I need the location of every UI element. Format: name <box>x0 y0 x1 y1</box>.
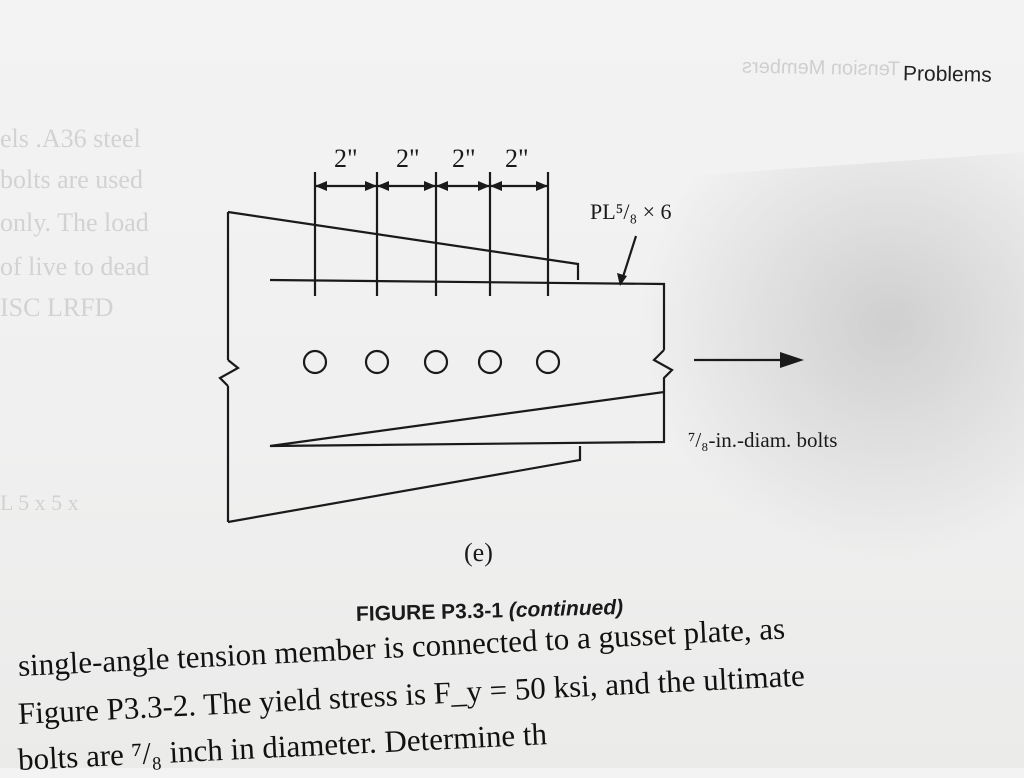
callout-leader <box>620 235 638 281</box>
dimension-label: 2" <box>505 144 529 173</box>
caption-suffix: (continued) <box>508 596 624 622</box>
angle-top-edge <box>227 210 580 280</box>
dimension-label: 2" <box>452 144 476 173</box>
arrowhead <box>315 181 327 191</box>
plate-outline <box>269 278 666 448</box>
show-through-text: of live to dead <box>0 252 150 281</box>
arrowhead <box>478 181 490 191</box>
arrowhead <box>377 181 389 191</box>
arrowhead <box>490 181 502 191</box>
bolt-hole <box>535 349 561 375</box>
dimension-label: 2" <box>334 144 358 173</box>
show-through-text: bolts are used <box>0 165 143 194</box>
arrowhead <box>424 181 436 191</box>
callout-arrowhead <box>617 273 627 286</box>
bolt-hole <box>423 349 449 375</box>
angle-bottom-edge <box>227 446 582 524</box>
caption-label: FIGURE P3.3-1 <box>355 599 504 626</box>
show-through-text: els .A36 steel <box>0 124 141 153</box>
arrowhead <box>436 181 448 191</box>
bolt-hole <box>302 349 328 375</box>
bolt-hole <box>364 349 390 375</box>
figure-sublabel: (e) <box>464 538 493 567</box>
plate-callout: PL⁵/₈ × 6 <box>590 199 672 224</box>
break-line-right <box>652 349 674 392</box>
arrowhead <box>365 181 377 191</box>
load-arrow-head <box>780 352 804 368</box>
bolt-note: ⁷/₈-in.-diam. bolts <box>688 428 838 452</box>
dimension-label: 2" <box>396 144 420 173</box>
break-line-left <box>218 359 240 387</box>
bolt-hole <box>477 349 503 375</box>
show-through-text: only. The load <box>0 208 149 237</box>
arrowhead <box>536 181 548 191</box>
show-through-text: L 5 x 5 x <box>0 490 79 515</box>
show-through-text: ISC LRFD <box>0 293 114 322</box>
